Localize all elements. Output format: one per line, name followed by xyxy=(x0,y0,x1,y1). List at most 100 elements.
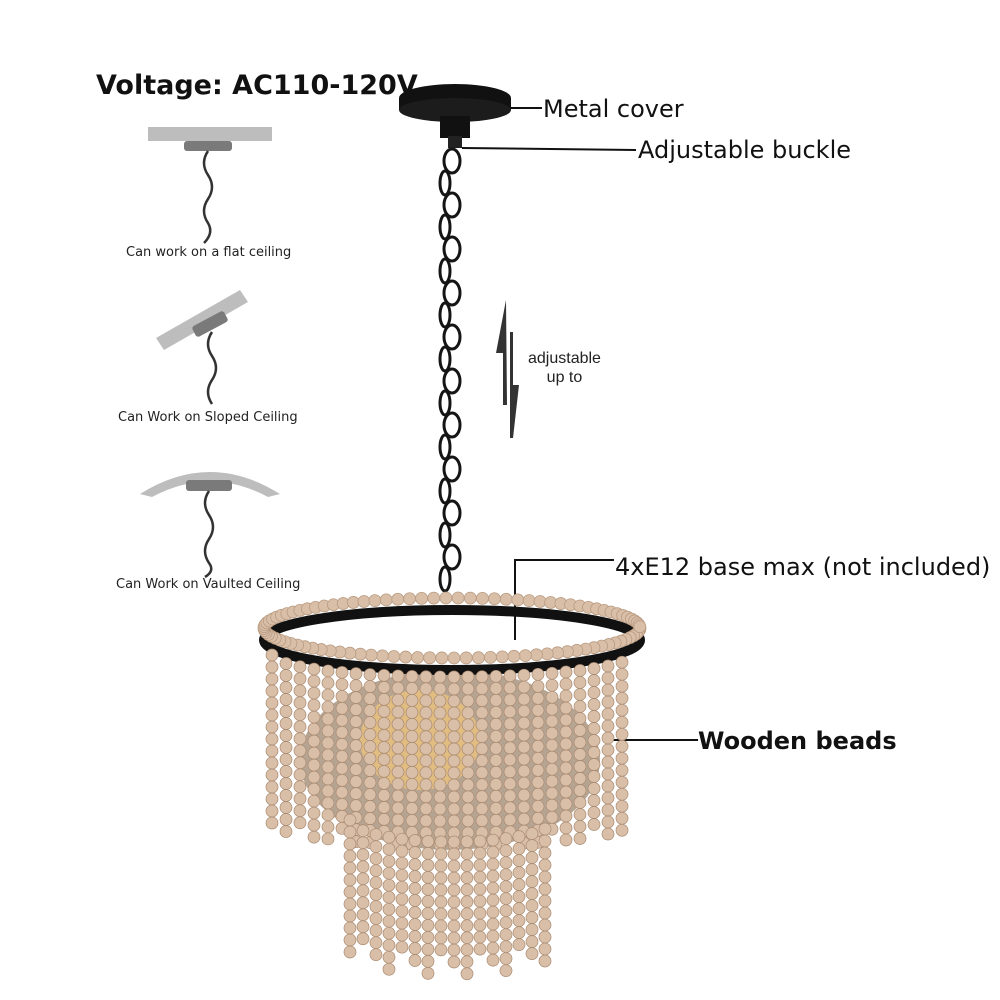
lower-tier-bead xyxy=(538,918,552,932)
upper-tier-bead xyxy=(461,790,475,804)
upper-tier-bead xyxy=(349,775,363,788)
upper-tier-bead xyxy=(265,720,279,734)
upper-tier-bead xyxy=(433,802,447,816)
lower-tier-bead xyxy=(525,887,539,900)
chain-link xyxy=(442,543,462,571)
lower-tier-bead xyxy=(460,835,474,849)
upper-tier-bead xyxy=(545,750,559,764)
upper-tier-bead xyxy=(573,724,587,737)
upper-tier-bead xyxy=(587,782,601,795)
upper-tier-bead xyxy=(531,763,545,777)
upper-tier-bead xyxy=(503,777,517,791)
lower-tier-bead xyxy=(343,861,357,875)
lower-tier-bead xyxy=(447,931,461,945)
upper-tier-bead xyxy=(461,682,475,696)
upper-tier-bead xyxy=(475,718,489,732)
upper-tier-bead xyxy=(461,766,475,780)
upper-tier-bead xyxy=(265,768,279,782)
upper-tier-bead xyxy=(363,728,377,741)
ring-bead xyxy=(411,651,424,664)
bulb-glow xyxy=(360,690,480,790)
upper-tier-bead xyxy=(279,789,293,802)
lower-tier-bead xyxy=(538,822,552,836)
upper-tier-bead xyxy=(587,794,601,807)
lower-tier-bead xyxy=(434,931,448,945)
upper-tier-bead xyxy=(461,754,475,768)
upper-tier-bead xyxy=(321,760,335,774)
chain-link xyxy=(442,411,462,439)
upper-tier-bead xyxy=(475,730,489,744)
upper-tier-bead xyxy=(559,665,573,679)
upper-tier-bead xyxy=(293,660,307,674)
chain-link xyxy=(438,257,452,285)
upper-tier-bead xyxy=(419,694,433,708)
lower-tier-bead xyxy=(499,880,513,894)
lower-tier-bead xyxy=(447,895,461,909)
upper-tier-bead xyxy=(293,720,307,734)
upper-tier-bead xyxy=(433,718,447,732)
upper-tier-bead xyxy=(461,814,475,828)
adjustable-line2: up to xyxy=(546,369,583,386)
upper-tier-bead xyxy=(545,810,559,824)
lower-tier-bead xyxy=(473,942,487,956)
upper-tier-bead xyxy=(265,648,279,662)
lower-tier-bead xyxy=(369,852,383,866)
lower-tier-bead xyxy=(447,847,461,861)
lower-tier-bead xyxy=(460,847,474,861)
lower-tier-bead xyxy=(369,912,383,926)
lower-tier-bead xyxy=(408,882,422,895)
lower-tier-bead xyxy=(460,919,474,933)
upper-tier-bead xyxy=(475,766,489,780)
lower-tier-bead xyxy=(369,840,383,854)
upper-tier-bead xyxy=(559,749,573,763)
upper-tier-bead xyxy=(265,792,279,806)
upper-tier-bead xyxy=(363,764,377,777)
lower-tier-bead xyxy=(421,955,435,968)
upper-tier-bead xyxy=(615,775,629,789)
lower-tier-bead xyxy=(499,868,513,882)
upper-tier-bead xyxy=(279,729,293,742)
upper-tier-bead xyxy=(517,728,531,742)
lower-tier-bead xyxy=(395,916,409,930)
upper-tier-bead xyxy=(447,814,461,828)
upper-tier-bead xyxy=(559,773,573,787)
lower-tier-bead xyxy=(512,914,526,927)
upper-tier-bead xyxy=(265,672,279,686)
lower-tier-bead xyxy=(538,882,552,896)
upper-tier-bead xyxy=(405,802,419,815)
upper-tier-bead xyxy=(335,786,349,799)
upper-tier-bead xyxy=(545,798,559,812)
lower-tier-bead xyxy=(525,863,539,876)
upper-tier-bead xyxy=(475,814,489,828)
upper-tier-bead xyxy=(545,678,559,692)
upper-tier-bead xyxy=(587,710,601,723)
lower-tier-bead xyxy=(343,933,357,947)
lower-tier-bead xyxy=(473,894,487,908)
lower-tier-bead xyxy=(447,835,461,849)
upper-tier-bead xyxy=(531,775,545,789)
lower-tier-bead xyxy=(473,918,487,932)
upper-tier-bead xyxy=(433,682,447,696)
lower-tier-bead xyxy=(395,940,409,954)
metal-canopy xyxy=(399,84,511,148)
upper-tier-bead xyxy=(615,811,629,825)
upper-tier-bead xyxy=(517,764,531,778)
upper-tier-bead xyxy=(349,799,363,812)
upper-tier-bead xyxy=(265,816,279,830)
chain-link xyxy=(438,169,452,197)
upper-tier-bead xyxy=(559,821,573,835)
lower-tier-bead xyxy=(486,845,500,859)
upper-tier-bead xyxy=(503,729,517,743)
lower-tier-bead xyxy=(525,923,539,936)
lower-tier-bead xyxy=(369,900,383,914)
ring-bead xyxy=(476,591,489,605)
lower-tier-bead xyxy=(434,907,448,921)
lower-tier-bead xyxy=(512,938,526,951)
upper-tier-bead xyxy=(419,706,433,720)
upper-tier-bead xyxy=(531,691,545,705)
upper-tier-bead xyxy=(461,778,475,792)
upper-tier-bead xyxy=(405,754,419,767)
lower-tier-bead xyxy=(460,907,474,921)
upper-tier-bead xyxy=(293,804,307,818)
